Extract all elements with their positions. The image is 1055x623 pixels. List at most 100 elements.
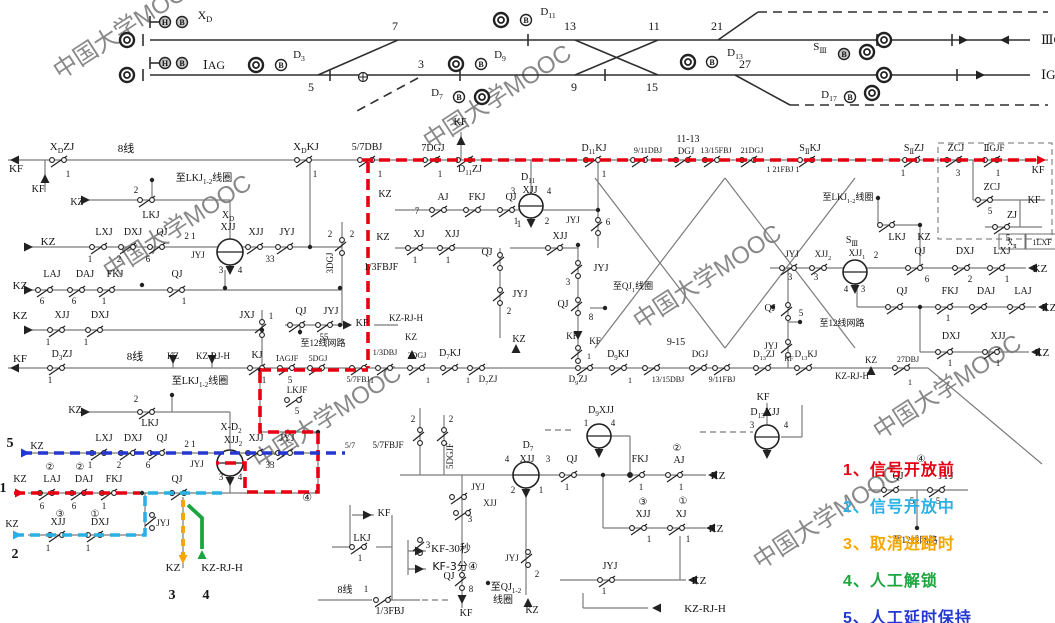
- svg-text:LAJ: LAJ: [43, 269, 60, 280]
- svg-text:XJJ: XJJ: [552, 231, 567, 242]
- svg-text:6: 6: [40, 501, 45, 511]
- svg-text:D13​KJ: D13​KJ: [795, 349, 818, 362]
- svg-text:②: ②: [673, 443, 682, 454]
- svg-text:FKJ: FKJ: [469, 192, 486, 203]
- svg-text:SⅡ​ZJ: SⅡ​ZJ: [904, 143, 924, 156]
- legend-num: 2、: [843, 499, 870, 516]
- svg-text:2 1: 2 1: [184, 439, 195, 449]
- svg-text:KF: KF: [378, 508, 391, 519]
- svg-text:KZ: KZ: [13, 310, 28, 322]
- svg-text:XJJ: XJJ: [635, 509, 650, 520]
- svg-text:XⅡ​: XⅡ​: [1007, 238, 1017, 250]
- svg-text:5: 5: [7, 436, 14, 451]
- svg-text:33: 33: [266, 254, 276, 264]
- svg-text:KJ: KJ: [251, 350, 262, 361]
- svg-text:ZJ: ZJ: [1007, 210, 1017, 221]
- svg-text:B: B: [709, 58, 715, 67]
- svg-text:5: 5: [936, 496, 941, 506]
- svg-text:KZ: KZ: [405, 332, 417, 342]
- svg-text:B: B: [278, 61, 284, 70]
- svg-text:中国大学MOOC: 中国大学MOOC: [629, 219, 787, 335]
- svg-text:1: 1: [565, 482, 570, 492]
- svg-text:4: 4: [505, 454, 510, 464]
- svg-text:DAJ: DAJ: [76, 269, 94, 280]
- svg-text:AJ: AJ: [437, 192, 448, 203]
- svg-text:6: 6: [146, 254, 151, 264]
- svg-text:B: B: [179, 18, 185, 27]
- svg-text:中国大学MOOC: 中国大学MOOC: [869, 329, 1027, 445]
- svg-text:XD​ZJ: XD​ZJ: [50, 141, 75, 155]
- svg-text:4: 4: [844, 284, 849, 294]
- svg-text:DGJ: DGJ: [678, 146, 695, 156]
- svg-text:至LKJ1-2​线圈: 至LKJ1-2​线圈: [176, 171, 233, 186]
- svg-text:2: 2: [12, 547, 19, 562]
- svg-text:DXJ: DXJ: [91, 310, 109, 321]
- svg-text:1: 1: [602, 586, 607, 596]
- svg-text:1: 1: [996, 168, 1001, 178]
- svg-text:②: ②: [76, 462, 85, 473]
- svg-text:2: 2: [545, 216, 550, 226]
- svg-text:XD​: XD​: [198, 8, 213, 24]
- svg-text:XJ: XJ: [413, 229, 424, 240]
- svg-text:1: 1: [686, 534, 691, 544]
- svg-text:KF: KF: [785, 355, 794, 363]
- svg-text:3: 3: [426, 540, 431, 550]
- svg-text:KZ: KZ: [376, 232, 389, 243]
- svg-text:1: 1: [587, 352, 591, 361]
- svg-text:XJJ: XJJ: [990, 331, 1005, 342]
- svg-text:QJ: QJ: [481, 247, 492, 258]
- svg-text:1: 1: [584, 418, 589, 428]
- svg-text:D7​ZJ: D7​ZJ: [479, 374, 498, 387]
- svg-text:5/7FBJF: 5/7FBJF: [372, 440, 403, 450]
- svg-text:SⅡ​KJ: SⅡ​KJ: [799, 143, 821, 156]
- svg-text:2: 2: [328, 229, 333, 239]
- svg-text:H: H: [162, 18, 169, 27]
- svg-text:D11​KJ: D11​KJ: [581, 143, 606, 156]
- legend-num: 3、: [843, 536, 870, 553]
- svg-text:1: 1: [88, 460, 93, 470]
- svg-text:5: 5: [910, 496, 915, 506]
- svg-text:③: ③: [639, 497, 648, 508]
- svg-text:8: 8: [469, 584, 474, 594]
- svg-text:JYJ: JYJ: [505, 553, 519, 563]
- svg-text:3: 3: [511, 186, 516, 196]
- svg-text:XJ: XJ: [675, 509, 686, 520]
- svg-text:线圈: 线圈: [493, 593, 513, 606]
- svg-text:1: 1: [182, 296, 187, 306]
- svg-text:KZ-RJ-H: KZ-RJ-H: [835, 371, 869, 381]
- svg-text:KZ-RJ-H: KZ-RJ-H: [684, 603, 726, 615]
- svg-text:QJ: QJ: [566, 454, 577, 465]
- svg-text:1: 1: [517, 219, 522, 229]
- svg-text:2: 2: [134, 394, 139, 404]
- svg-text:1: 1: [378, 169, 383, 179]
- svg-text:6: 6: [606, 217, 611, 227]
- svg-text:1: 1: [84, 337, 89, 347]
- svg-text:5: 5: [295, 406, 300, 416]
- svg-text:KZ: KZ: [709, 523, 724, 535]
- svg-text:1: 1: [46, 543, 51, 553]
- svg-text:③: ③: [56, 509, 65, 520]
- svg-text:27DBJ: 27DBJ: [897, 355, 919, 364]
- svg-text:XJJ: XJJ: [248, 227, 263, 238]
- svg-text:4: 4: [203, 588, 210, 603]
- svg-text:3DGJ: 3DGJ: [325, 252, 335, 273]
- svg-text:9/11FBJ: 9/11FBJ: [709, 375, 736, 384]
- svg-text:AJ: AJ: [673, 455, 684, 466]
- svg-text:JYJ: JYJ: [156, 518, 170, 528]
- svg-text:XJJ1​: XJJ1​: [849, 248, 866, 261]
- svg-text:KZ: KZ: [30, 441, 43, 452]
- svg-text:DXJ: DXJ: [942, 331, 960, 342]
- svg-text:D11​: D11​: [521, 172, 535, 185]
- svg-text:11-13: 11-13: [677, 134, 700, 145]
- svg-text:DXJ: DXJ: [124, 433, 142, 444]
- svg-text:H: H: [162, 59, 169, 68]
- svg-text:2: 2: [117, 460, 122, 470]
- svg-text:33: 33: [266, 460, 276, 470]
- svg-text:8线: 8线: [118, 141, 135, 155]
- svg-text:KZ: KZ: [378, 189, 391, 200]
- svg-text:XJJ: XJJ: [519, 454, 534, 465]
- svg-text:8线: 8线: [338, 583, 353, 596]
- svg-text:15: 15: [646, 80, 658, 94]
- svg-text:KZ: KZ: [525, 605, 538, 616]
